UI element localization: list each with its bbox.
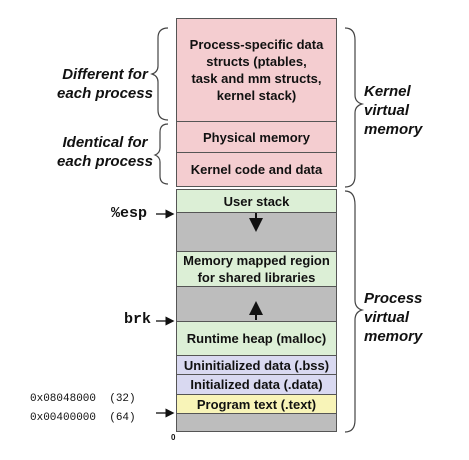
data-segment: Initialized data (.data) [176,374,337,395]
kernel-virtual-memory-label: Kernel virtual memory [364,83,423,138]
kernel-code-segment: Kernel code and data [176,152,337,187]
runtime-heap-segment: Runtime heap (malloc) [176,321,337,356]
brk-pointer-label: brk [124,311,152,328]
right-brace-process [344,190,365,433]
right-brace-kernel [344,27,365,188]
unused-gap-bottom [176,413,337,432]
left-brace-different [150,27,169,121]
physical-memory-segment: Physical memory [176,121,337,153]
process-specific-segment: Process-specific data structs (ptables, … [176,18,337,122]
zero-address-label: 0 [171,433,176,442]
identical-per-process-label: Identical for each process [57,134,153,170]
mmap-region-segment: Memory mapped region for shared librarie… [176,251,337,287]
process-virtual-memory-label: Process virtual memory [364,290,423,345]
esp-pointer-label: %esp [111,205,148,222]
user-stack-segment: User stack [176,189,337,213]
bss-segment: Uninitialized data (.bss) [176,355,337,375]
address-32-label: 0x08048000 (32) [30,393,136,405]
different-per-process-label: Different for each process [57,66,153,102]
address-64-label: 0x00400000 (64) [30,412,136,424]
left-brace-identical [153,123,169,185]
